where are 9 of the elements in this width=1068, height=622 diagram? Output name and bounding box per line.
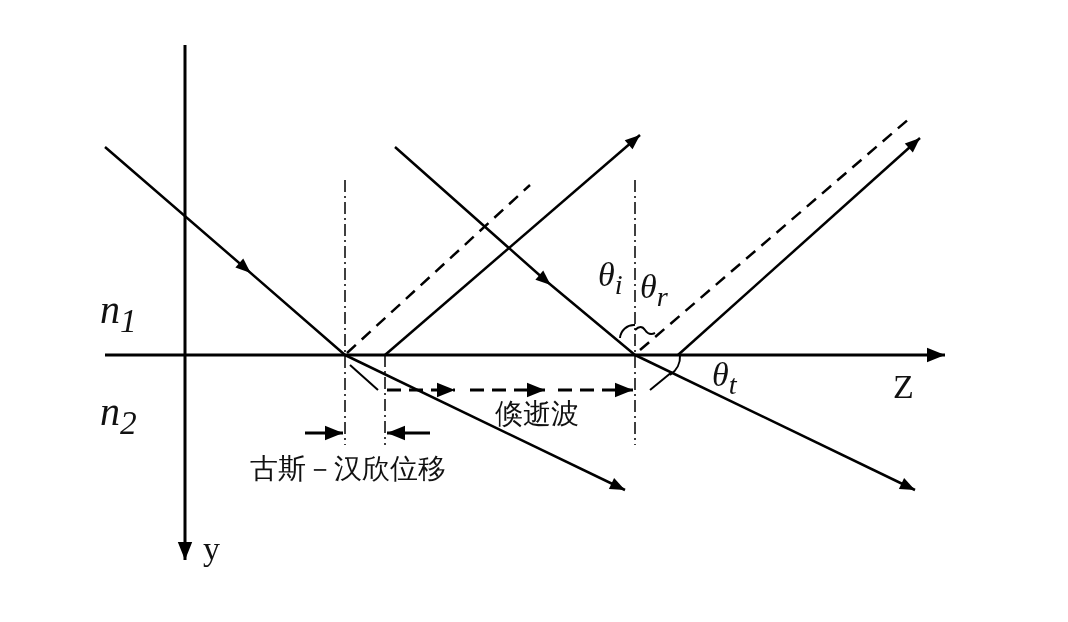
medium-label: n$_{2}$ <box>100 392 137 440</box>
angle-label: θ$_{r}$ <box>640 270 668 312</box>
axis-label: y <box>203 532 220 566</box>
angle-label: θ$_{i}$ <box>598 258 623 300</box>
angle-label: θ$_{t}$ <box>712 358 737 400</box>
axis-label: Z <box>893 370 914 404</box>
medium-label: n$_{1}$ <box>100 290 137 338</box>
shift-label: 古斯－汉欣位移 <box>250 455 446 483</box>
wave-label: 倏逝波 <box>495 400 579 428</box>
